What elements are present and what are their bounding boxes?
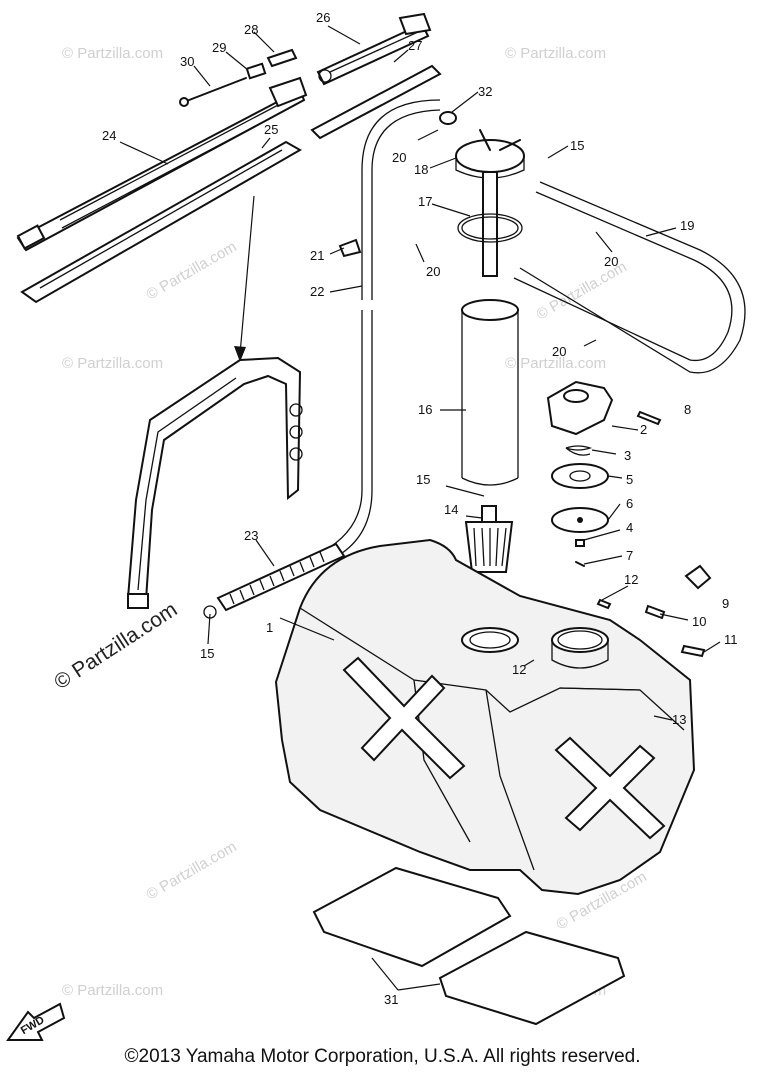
callout-21: 21 [310, 248, 324, 263]
copyright-notice: ©2013 Yamaha Motor Corporation, U.S.A. A… [124, 1046, 641, 1067]
callout-24: 24 [102, 128, 116, 143]
callout-13: 13 [672, 712, 686, 727]
filler-hose-23 [216, 542, 346, 612]
callout-32: 32 [478, 84, 492, 99]
clamp-21 [338, 238, 362, 258]
part-26-strap [316, 12, 432, 86]
callout-15: 15 [570, 138, 584, 153]
watermark: © Partzilla.com [144, 238, 240, 303]
part-10-11-fitting [644, 604, 706, 658]
watermark: © Partzilla.com [62, 355, 163, 372]
parts-28-29-30-hardware [179, 48, 298, 107]
callout-14: 14 [444, 502, 458, 517]
callout-20c: 20 [426, 264, 440, 279]
part-3-spring [565, 445, 593, 456]
callout-12: 12 [624, 572, 638, 587]
watermark: © Partzilla.com [62, 982, 163, 999]
callout-10: 10 [692, 614, 706, 629]
assembly-arrow [234, 195, 255, 362]
callout-18: 18 [414, 162, 428, 177]
tank-bracket [126, 356, 303, 609]
callout-19: 19 [680, 218, 694, 233]
part-25-pad [20, 140, 303, 304]
callout-15c: 15 [200, 646, 214, 661]
callout-20b: 20 [604, 254, 618, 269]
callout-23: 23 [244, 528, 258, 543]
callout-30: 30 [180, 54, 194, 69]
callout-3: 3 [624, 448, 631, 463]
callout-8: 8 [684, 402, 691, 417]
part-9-fitting [684, 564, 712, 590]
callout-27: 27 [408, 38, 422, 53]
part-5-plate [551, 463, 609, 489]
watermark: © Partzilla.com [62, 45, 163, 62]
part-1-fuel-tank [274, 538, 696, 896]
part-8-pin [636, 410, 662, 426]
callout-25: 25 [264, 122, 278, 137]
callout-12b: 12 [512, 662, 526, 677]
callout-5: 5 [626, 472, 633, 487]
part-14-strainer [464, 505, 514, 573]
vent-hose-19 [513, 181, 746, 374]
watermark: © Partzilla.com [505, 355, 606, 372]
fwd-arrow-icon: FWD [6, 1002, 66, 1041]
callout-1: 1 [266, 620, 273, 635]
watermark: © Partzilla.com [144, 838, 240, 903]
part-6-gasket [551, 507, 609, 533]
callout-6: 6 [626, 496, 633, 511]
part-4-7-small-parts [575, 539, 585, 567]
callout-4: 4 [626, 520, 633, 535]
callout-labels: 1 2 3 5 6 4 7 8 9 10 11 12 12 13 14 15 1… [102, 10, 738, 1007]
callout-15b: 15 [416, 472, 430, 487]
callout-22: 22 [310, 284, 324, 299]
leader-lines [119, 25, 721, 991]
callout-20: 20 [392, 150, 406, 165]
watermark: © Partzilla.com [505, 45, 606, 62]
callout-17: 17 [418, 194, 432, 209]
callout-29: 29 [212, 40, 226, 55]
callout-9: 9 [722, 596, 729, 611]
callout-11: 11 [724, 632, 738, 647]
part-17-oring [457, 213, 523, 243]
part-18-neck-cap [439, 111, 525, 277]
part-27-pad [310, 64, 442, 140]
callout-28: 28 [244, 22, 258, 37]
part-16-filter-element [461, 299, 519, 486]
watermark-large: © Partzilla.com [50, 598, 181, 694]
part-2-cap [546, 380, 614, 436]
part-31-pads [312, 866, 626, 1026]
part-24-strap [16, 76, 308, 252]
callout-26: 26 [316, 10, 330, 25]
callout-20d: 20 [552, 344, 566, 359]
callout-2: 2 [640, 422, 647, 437]
callout-7: 7 [626, 548, 633, 563]
callout-31: 31 [384, 992, 398, 1007]
callout-16: 16 [418, 402, 432, 417]
